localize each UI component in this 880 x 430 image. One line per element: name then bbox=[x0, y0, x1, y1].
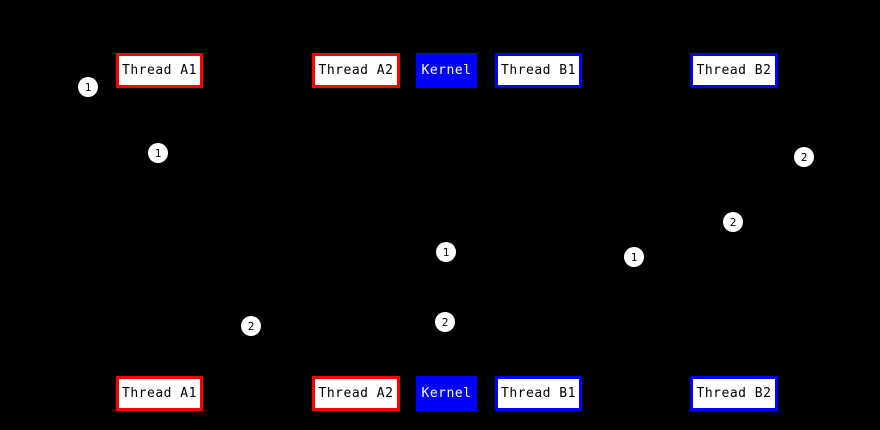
participant-kernel-bottom[interactable]: Kernel bbox=[416, 376, 477, 411]
participant-thread-a2-top[interactable]: Thread A2 bbox=[312, 53, 400, 88]
sequence-badge: 2 bbox=[794, 147, 814, 167]
participant-label: Thread A2 bbox=[318, 63, 394, 78]
participant-label: Thread B1 bbox=[501, 386, 576, 401]
lifeline-thread-b2 bbox=[734, 88, 735, 376]
participant-kernel-top[interactable]: Kernel bbox=[416, 53, 477, 88]
sequence-badge: 2 bbox=[435, 312, 455, 332]
participant-label: Kernel bbox=[421, 386, 472, 401]
participant-thread-b1-top[interactable]: Thread B1 bbox=[495, 53, 582, 88]
participant-label: Kernel bbox=[421, 63, 472, 78]
participant-thread-b2-bottom[interactable]: Thread B2 bbox=[690, 376, 778, 411]
lifeline-thread-b1 bbox=[538, 88, 539, 376]
lifeline-kernel bbox=[446, 88, 447, 376]
sequence-badge: 1 bbox=[436, 242, 456, 262]
sequence-badge: 1 bbox=[78, 77, 98, 97]
participant-label: Thread A2 bbox=[318, 386, 394, 401]
sequence-badge: 1 bbox=[624, 247, 644, 267]
participant-label: Thread A1 bbox=[122, 63, 197, 78]
participant-thread-b2-top[interactable]: Thread B2 bbox=[690, 53, 778, 88]
participant-thread-a2-bottom[interactable]: Thread A2 bbox=[312, 376, 400, 411]
participant-label: Thread B2 bbox=[696, 386, 772, 401]
participant-thread-a1-top[interactable]: Thread A1 bbox=[116, 53, 203, 88]
sequence-badge: 2 bbox=[723, 212, 743, 232]
sequence-badge: 2 bbox=[241, 316, 261, 336]
sequence-badge: 1 bbox=[148, 143, 168, 163]
participant-thread-a1-bottom[interactable]: Thread A1 bbox=[116, 376, 203, 411]
lifeline-thread-a2 bbox=[356, 88, 357, 376]
participant-label: Thread A1 bbox=[122, 386, 197, 401]
participant-label: Thread B1 bbox=[501, 63, 576, 78]
participant-thread-b1-bottom[interactable]: Thread B1 bbox=[495, 376, 582, 411]
lifeline-thread-a1 bbox=[159, 88, 160, 376]
participant-label: Thread B2 bbox=[696, 63, 772, 78]
